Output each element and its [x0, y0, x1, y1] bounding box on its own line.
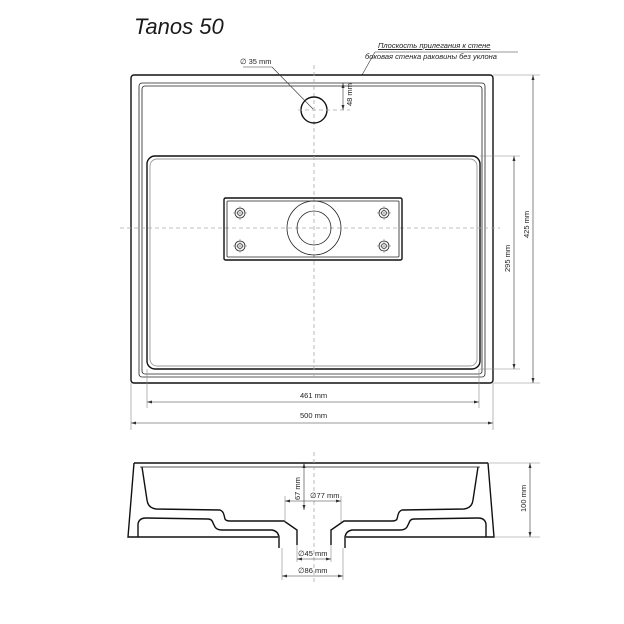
overall-depth-label: 425 mm	[522, 211, 531, 238]
underside-cavity	[137, 517, 280, 548]
faucet-hole-diameter-label: ∅ 35 mm	[240, 57, 272, 66]
basin-rim	[138, 82, 486, 378]
basin-outer-edge	[130, 74, 494, 384]
product-title: Tanos 50	[134, 14, 224, 39]
drain-outer-diameter-label: ∅86 mm	[298, 566, 327, 575]
side-view: 67 mm ∅77 mm ∅45 mm ∅86 mm 100 mm	[127, 452, 540, 585]
mounting-hole-icon	[233, 239, 247, 253]
bowl-depth-label: 67 mm	[293, 477, 302, 500]
overall-height-label: 100 mm	[519, 485, 528, 512]
drain-outer-ring	[286, 200, 342, 256]
drain-upper-diameter-label: ∅77 mm	[310, 491, 339, 500]
faucet-offset-label: 48 mm	[345, 83, 354, 106]
bowl-inner-profile	[141, 466, 298, 545]
bowl-outline	[146, 155, 481, 370]
drain-mounting-plate	[223, 197, 403, 261]
mounting-hole-icon	[377, 206, 391, 220]
bowl-width-label: 461 mm	[300, 391, 327, 400]
mounting-hole-icon	[377, 239, 391, 253]
side-wall-note: боковая стенка раковины без уклона	[365, 52, 497, 61]
note-leader	[361, 51, 518, 76]
bowl-length-label: 295 mm	[503, 245, 512, 272]
drain-inner-diameter-label: ∅45 mm	[298, 549, 327, 558]
mounting-hole-icon	[233, 206, 247, 220]
top-view: ∅ 35 mm 48 mm 295 mm 425 mm 461 mm	[120, 57, 540, 430]
wall-plane-note: Плоскость прилегания к стене	[378, 41, 491, 50]
drain-hole	[296, 210, 332, 246]
overall-width-label: 500 mm	[300, 411, 327, 420]
